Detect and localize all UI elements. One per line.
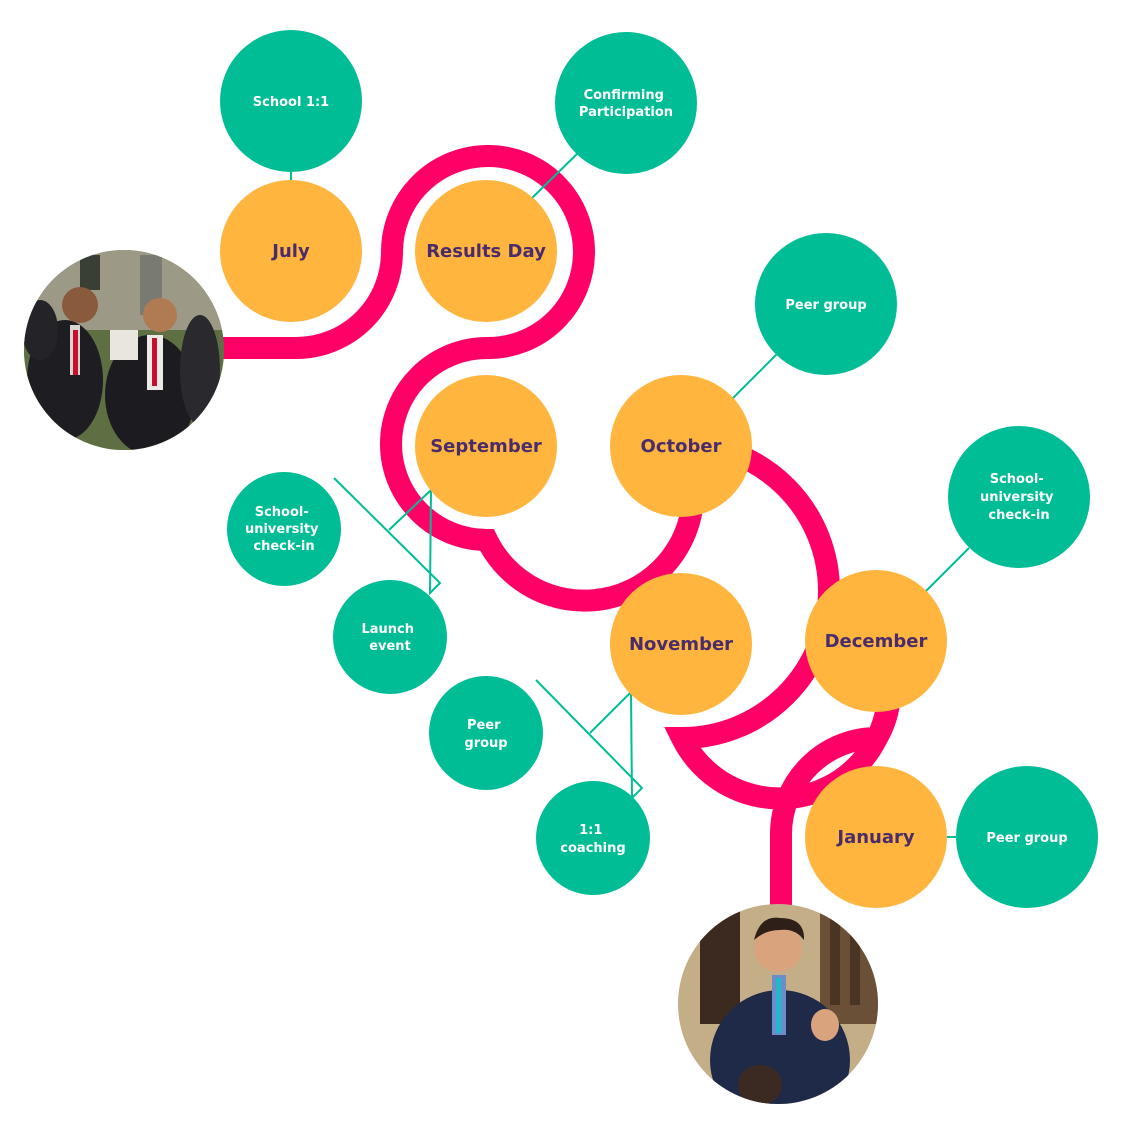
activity-confirming-participation-line-2: Participation bbox=[579, 105, 673, 120]
activity-check-in-december: School- university check-in bbox=[948, 426, 1090, 568]
month-label-november: November bbox=[629, 634, 733, 655]
month-july: July bbox=[220, 180, 362, 322]
activity-launch-event-line-1: Launch bbox=[361, 622, 414, 637]
month-label-october: October bbox=[641, 436, 722, 457]
svg-text:School- university: School- university check-in bbox=[245, 505, 323, 554]
activity-check-in-december-line-1: School- bbox=[990, 472, 1044, 487]
activity-peer-group-january: Peer group bbox=[956, 766, 1098, 908]
svg-text:Launch event: Launch event bbox=[361, 622, 418, 654]
connector-results-day bbox=[531, 152, 579, 199]
month-october: October bbox=[610, 375, 752, 517]
connector-december bbox=[924, 547, 970, 593]
svg-text:Peer group: Peer group bbox=[986, 831, 1067, 846]
timeline-path bbox=[220, 145, 901, 905]
connector-october bbox=[732, 353, 778, 399]
activity-check-in-december-line-3: check-in bbox=[988, 508, 1049, 523]
month-results-day: Results Day bbox=[415, 180, 557, 322]
activity-coaching-november-line-2: coaching bbox=[560, 841, 625, 856]
activity-peer-group-october-line-1: Peer group bbox=[785, 298, 866, 313]
month-label-results-day: Results Day bbox=[426, 241, 546, 262]
svg-text:Confirming Participati: Confirming Participation bbox=[579, 88, 673, 120]
month-september: September bbox=[415, 375, 557, 517]
activity-launch-event: Launch event bbox=[333, 580, 447, 694]
svg-text:School 1:1: School 1:1 bbox=[253, 95, 329, 110]
month-january: January bbox=[805, 766, 947, 908]
month-label-july: July bbox=[270, 241, 310, 262]
activity-confirming-participation: Confirming Participation bbox=[555, 32, 697, 174]
activity-check-in-september-line-2: university bbox=[245, 522, 319, 537]
svg-text:1:1 coaching: 1:1 coaching bbox=[560, 823, 625, 856]
activity-peer-group-november: Peer group bbox=[429, 676, 543, 790]
activity-peer-group-november-line-1: Peer bbox=[467, 718, 501, 733]
activity-school-1-1-line-1: School 1:1 bbox=[253, 95, 329, 110]
activity-peer-group-january-line-1: Peer group bbox=[986, 831, 1067, 846]
connector-september bbox=[333, 477, 442, 596]
month-november: November bbox=[610, 573, 752, 715]
svg-text:Peer group: Peer group bbox=[785, 298, 866, 313]
month-label-january: January bbox=[835, 827, 914, 848]
month-label-september: September bbox=[430, 436, 542, 457]
activity-confirming-participation-line-1: Confirming bbox=[584, 88, 664, 103]
activity-peer-group-november-line-2: group bbox=[464, 736, 507, 751]
activity-coaching-november: 1:1 coaching bbox=[536, 781, 650, 895]
activity-check-in-september-line-3: check-in bbox=[253, 539, 314, 554]
activities: School 1:1 Confirming Participation Peer… bbox=[220, 30, 1098, 908]
activity-check-in-december-line-2: university bbox=[980, 490, 1054, 505]
month-december: December bbox=[805, 570, 947, 712]
connector-november bbox=[535, 679, 644, 801]
activity-launch-event-line-2: event bbox=[369, 639, 411, 654]
month-label-december: December bbox=[825, 631, 928, 652]
svg-text:School- university: School- university check-in bbox=[980, 472, 1058, 523]
activity-check-in-september: School- university check-in bbox=[227, 472, 341, 586]
months: July Results Day September October Novem… bbox=[220, 180, 947, 908]
activity-school-1-1: School 1:1 bbox=[220, 30, 362, 172]
svg-text:Peer group: Peer group bbox=[464, 718, 507, 751]
activity-coaching-november-line-1: 1:1 bbox=[579, 823, 602, 838]
activity-peer-group-october: Peer group bbox=[755, 233, 897, 375]
students-photo bbox=[24, 250, 224, 450]
activity-check-in-september-line-1: School- bbox=[255, 505, 309, 520]
mentor-photo bbox=[678, 904, 878, 1104]
